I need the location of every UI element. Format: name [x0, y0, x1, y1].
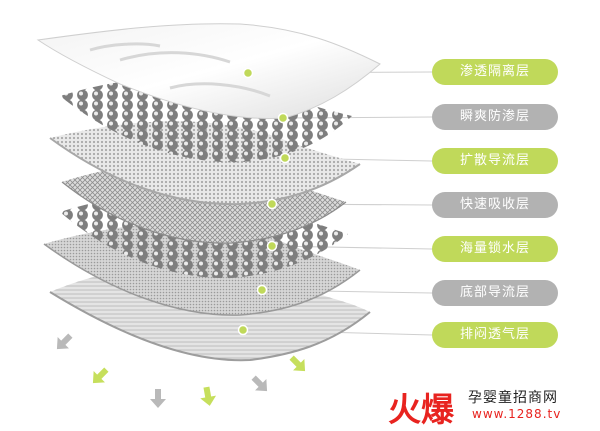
layer-shape-1 [36, 23, 381, 120]
layer-label-1: 渗透隔离层 [432, 59, 558, 85]
arrow-icon [289, 355, 306, 372]
layer-label-4: 快速吸收层 [432, 192, 558, 218]
layer-label-3: 扩散导流层 [432, 148, 558, 174]
dot-marker-icon [256, 284, 268, 296]
watermark-url: www.1288.tv [472, 407, 562, 421]
layer-label-7: 排闷透气层 [432, 322, 558, 348]
watermark: 火爆 孕婴童招商网 www.1288.tv [388, 383, 598, 429]
arrow-icon [92, 367, 109, 384]
layer-label-5: 海量锁水层 [432, 236, 558, 262]
arrow-icon [251, 375, 268, 392]
layer-label-2: 瞬爽防渗层 [432, 104, 558, 130]
dot-marker-icon [266, 198, 278, 210]
flow-arrows [56, 333, 306, 408]
dot-marker-icon [242, 67, 254, 79]
dot-marker-icon [266, 240, 278, 252]
arrow-icon [150, 389, 166, 408]
watermark-mark: 火爆 [388, 390, 454, 429]
layer-label-6: 底部导流层 [432, 280, 558, 306]
arrow-icon [200, 386, 217, 406]
dot-markers [237, 67, 291, 336]
dot-marker-icon [237, 324, 249, 336]
watermark-name: 孕婴童招商网 [468, 390, 558, 406]
dot-marker-icon [277, 112, 289, 124]
arrow-icon [56, 333, 73, 350]
dot-marker-icon [279, 152, 291, 164]
